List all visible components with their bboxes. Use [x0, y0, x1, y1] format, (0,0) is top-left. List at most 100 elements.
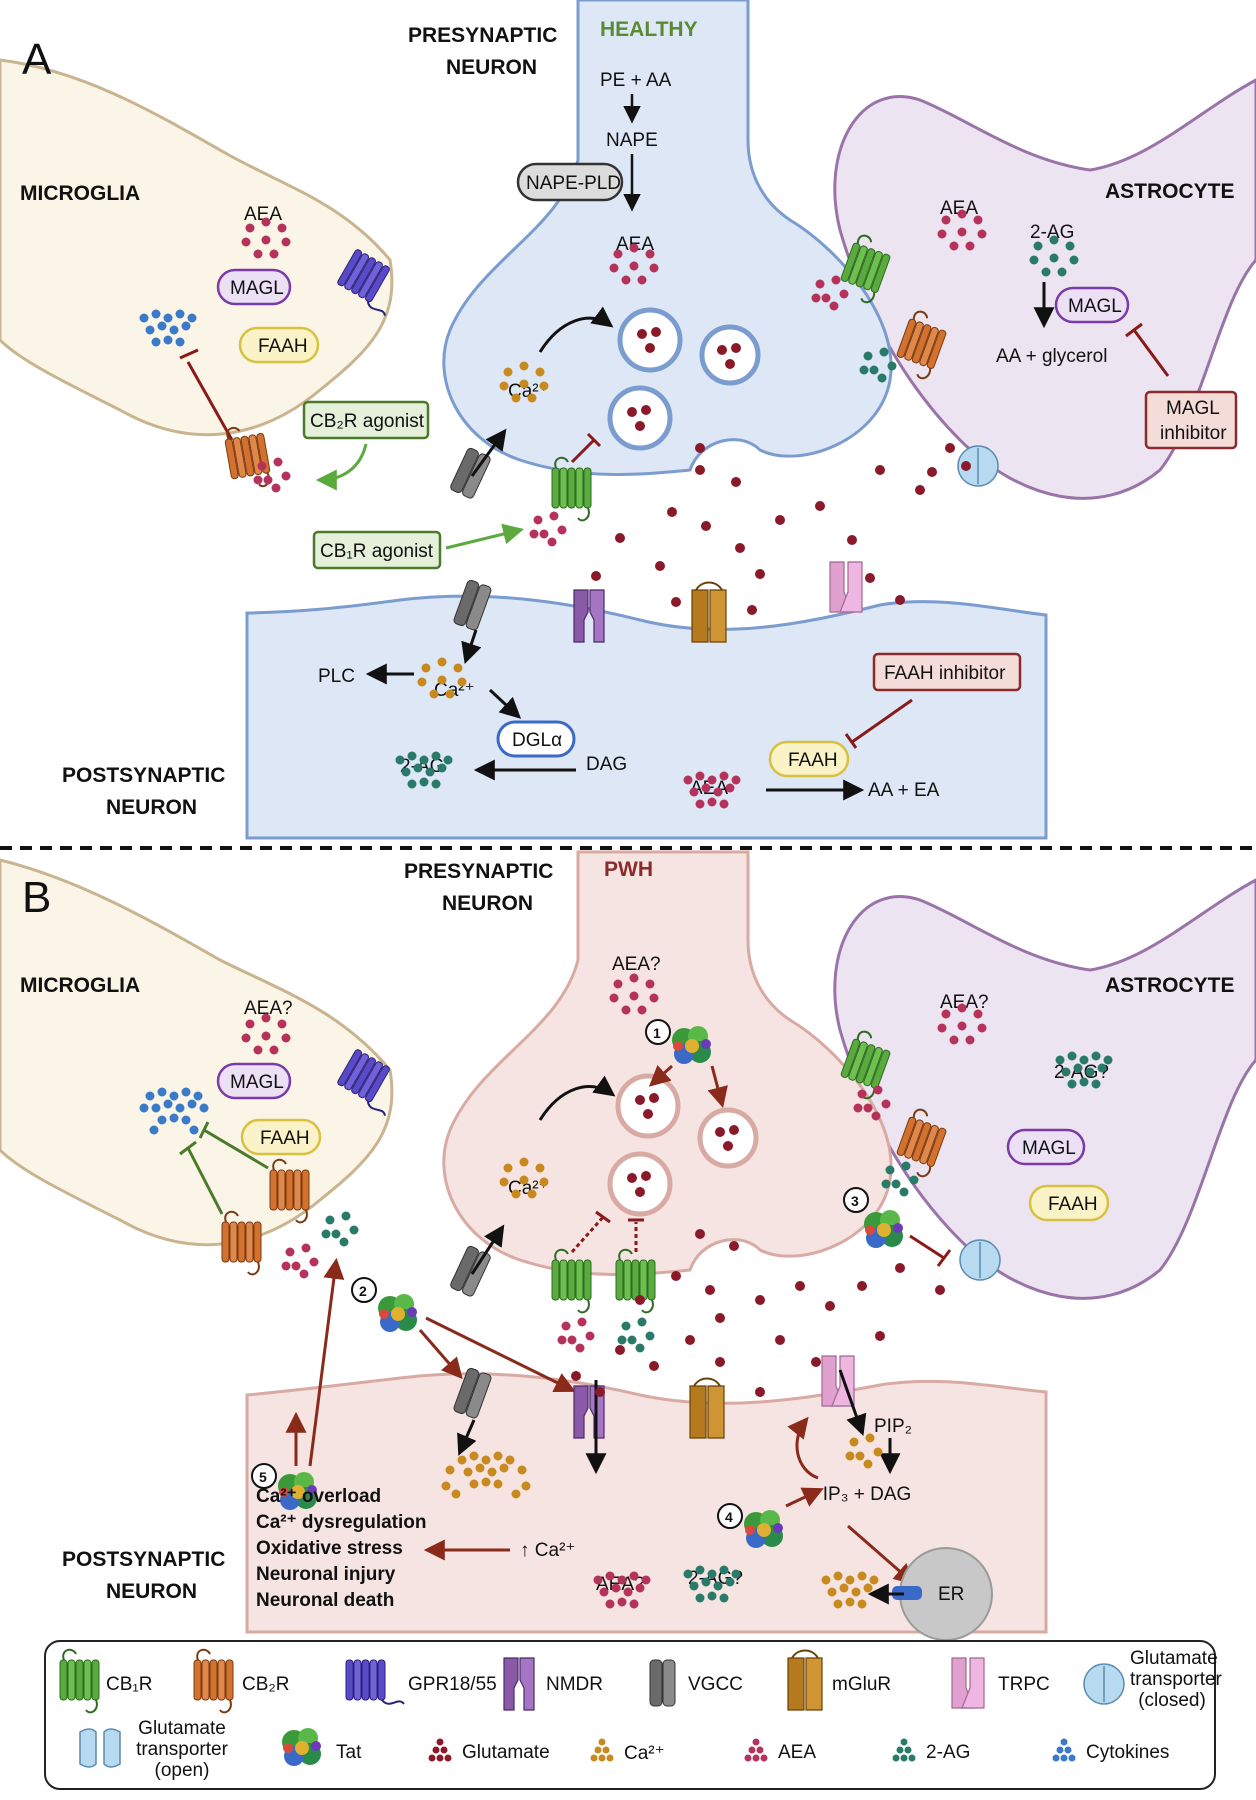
two-ag-dot: [419, 755, 429, 765]
legend-aea-dot: [748, 1746, 756, 1754]
aea-dot: [533, 515, 543, 525]
pwh-label: PWH: [604, 858, 653, 881]
glutamate-cluster: [945, 443, 955, 453]
two-ag-dot: [885, 1165, 895, 1175]
panel-b: B PWH PRESYNAPTIC NEURON MICROGLIA ASTRO…: [0, 850, 1256, 1641]
glutamate-cluster: [667, 507, 677, 517]
legend-2ag-dot: [896, 1746, 904, 1754]
glutamate-cluster: [755, 1295, 765, 1305]
aea-dot: [557, 1335, 567, 1345]
two-ag-dot: [1103, 1055, 1113, 1065]
aea-dot: [937, 229, 947, 239]
aea-cluster: [937, 1003, 987, 1045]
legend-cytokine-dot: [1052, 1754, 1060, 1762]
legend-gt-closed-line-1: Glutamate: [1130, 1648, 1218, 1669]
ca-dot: [437, 675, 447, 685]
legend-gt-open: Glutamate transporter (open): [126, 1718, 238, 1781]
magl-inhibitor-line: [1132, 329, 1170, 377]
outcome-list: Ca²⁺ overload Ca²⁺ dysregulation Oxidati…: [256, 1486, 427, 1611]
aea-label-pre-b: AEA?: [612, 954, 661, 975]
cb1-inhibit-ca-a: [570, 438, 596, 464]
two-ag-dot: [1067, 1051, 1077, 1061]
two-ag-dot: [713, 1581, 723, 1591]
step-1-label: 1: [653, 1025, 661, 1041]
aea-cluster: [241, 1013, 291, 1055]
cytokine-dot: [169, 1113, 179, 1123]
legend-cytokines-label: Cytokines: [1086, 1742, 1170, 1763]
two-ag-dot: [707, 1569, 717, 1579]
glutamate-dot: [671, 597, 681, 607]
faah-box-microglia-b: [240, 1118, 322, 1156]
aea-dot: [277, 223, 287, 233]
aea-dot: [863, 1103, 873, 1113]
astrocyte-label-a: ASTROCYTE: [1105, 180, 1235, 203]
two-ag-dot: [1073, 1063, 1083, 1073]
legend-tat: Tat: [336, 1742, 361, 1764]
two-ag-dot: [1033, 241, 1043, 251]
legend-glutamate-dot: [436, 1754, 444, 1762]
glutamate-dot: [825, 1301, 835, 1311]
aea-dot: [965, 1035, 975, 1045]
ca-dot: [519, 1175, 529, 1185]
two-ag-cluster: [395, 751, 453, 789]
legend-gpr-label: GPR18/55: [408, 1674, 497, 1695]
magl-label-astrocyte-b: MAGL: [1022, 1138, 1076, 1159]
aea-dot: [281, 237, 291, 247]
legend-cytokine-dot: [1060, 1754, 1068, 1762]
legend-glutamate-dot: [444, 1754, 452, 1762]
glutamate-cluster: [685, 1335, 695, 1345]
glutamate-transporter-astrocyte-b: [959, 1239, 1001, 1281]
glutamate-dot: [649, 1361, 659, 1371]
two-ag-dot: [637, 1317, 647, 1327]
aea-dot: [623, 1587, 633, 1597]
presynaptic-label-a-1: PRESYNAPTIC: [408, 24, 557, 47]
two-ag-dot: [859, 365, 869, 375]
cytokine-dot: [169, 325, 179, 335]
legend-cytokine-dot: [1060, 1738, 1068, 1746]
legend-gt-closed-line-3: (closed): [1138, 1690, 1206, 1711]
glutamate-dot: [875, 465, 885, 475]
legend-cytokine-dot: [1068, 1754, 1076, 1762]
glutamate-cluster: [775, 515, 785, 525]
glutamate-dot: [729, 1241, 739, 1251]
ca-dot: [865, 1433, 875, 1443]
aea-dot: [599, 1587, 609, 1597]
ca-dot: [519, 361, 529, 371]
aea-dot: [629, 243, 639, 253]
astrocyte-cell-b: [833, 878, 1256, 1300]
nape-pld-box: [516, 162, 624, 202]
presynaptic-label-b-2: NEURON: [442, 892, 533, 915]
aea-dot: [299, 1269, 309, 1279]
step-4-label: 4: [725, 1509, 733, 1525]
two-ag-dot: [401, 767, 411, 777]
two-ag-dot: [701, 1577, 711, 1587]
glutamate-dot: [815, 501, 825, 511]
ca-dot: [855, 1451, 865, 1461]
er-label: ER: [938, 1584, 964, 1605]
two-ag-dot: [645, 1331, 655, 1341]
glutamate-cluster: [811, 1357, 821, 1367]
two-ag-dot: [1049, 235, 1059, 245]
aea-dot: [245, 1019, 255, 1029]
aea-label-astrocyte-a: AEA: [940, 198, 978, 219]
aea-dot: [285, 1247, 295, 1257]
postsynaptic-label-b-2: NEURON: [106, 1580, 197, 1603]
two-ag-dot: [1065, 241, 1075, 251]
legend-mglur: mGluR: [832, 1674, 891, 1696]
aea-dot: [605, 1571, 615, 1581]
dag-label: DAG: [586, 754, 627, 775]
aea-label-microglia-b: AEA?: [244, 998, 293, 1019]
two-ag-dot: [419, 777, 429, 787]
legend-gt-closed-icon: [1083, 1663, 1125, 1705]
ca-dot: [493, 1451, 503, 1461]
faah-label-astrocyte-b: FAAH: [1048, 1194, 1098, 1215]
magl-inhibitor-label-1: MAGL: [1166, 398, 1220, 419]
legend-cytokine-dot: [1056, 1746, 1064, 1754]
two-ag-dot: [891, 1179, 901, 1189]
magl-inhibitor-label-2: inhibitor: [1160, 423, 1227, 444]
aea-dot: [617, 1597, 627, 1607]
aea-dot: [529, 529, 539, 539]
legend-ca-cluster: [590, 1738, 614, 1762]
ca-cluster: [417, 657, 467, 699]
step-2-badge: [351, 1277, 377, 1303]
